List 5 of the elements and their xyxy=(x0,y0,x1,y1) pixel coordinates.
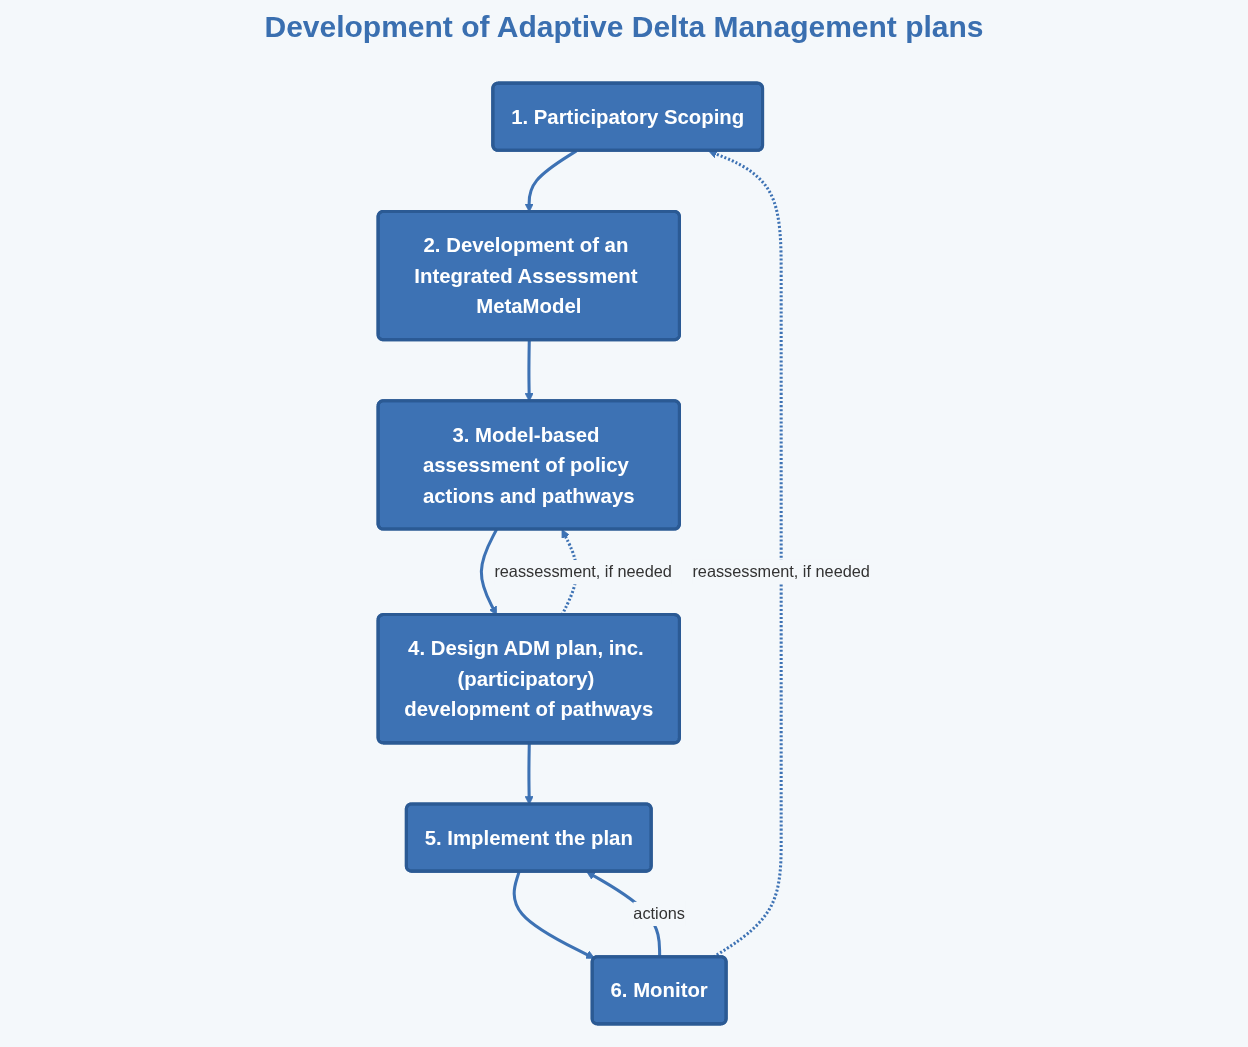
arrow xyxy=(512,871,595,959)
edge-label: reassessment, if needed xyxy=(494,563,672,581)
center-title: Development of Adaptive Delta Management plans xyxy=(264,10,984,44)
edge-label: reassessment, if needed xyxy=(692,562,870,580)
edge-label: actions xyxy=(633,904,685,923)
